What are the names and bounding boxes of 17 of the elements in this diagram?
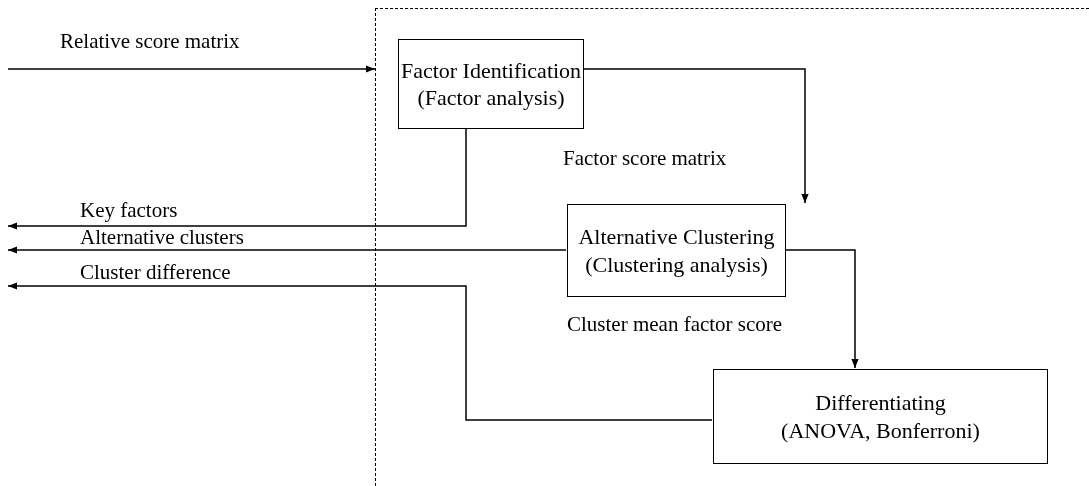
box-text: (Factor analysis) bbox=[417, 84, 565, 112]
box-text: Factor Identification bbox=[400, 56, 582, 84]
arrow bbox=[7, 282, 713, 421]
box-text: Differentiating bbox=[815, 389, 946, 417]
box-text: (Clustering analysis) bbox=[585, 250, 768, 278]
process-box bbox=[713, 369, 1048, 464]
dashed-boundary bbox=[375, 8, 1089, 486]
edge-label: Key factors bbox=[80, 200, 178, 221]
arrow bbox=[7, 246, 567, 254]
arrow bbox=[582, 68, 809, 204]
process-box bbox=[398, 39, 584, 129]
box-text: Alternative Clustering bbox=[578, 223, 775, 251]
process-box bbox=[567, 204, 786, 297]
arrow bbox=[784, 249, 859, 369]
box-text: (ANOVA, Bonferroni) bbox=[781, 416, 980, 444]
arrow bbox=[7, 65, 376, 73]
arrow bbox=[7, 127, 467, 230]
